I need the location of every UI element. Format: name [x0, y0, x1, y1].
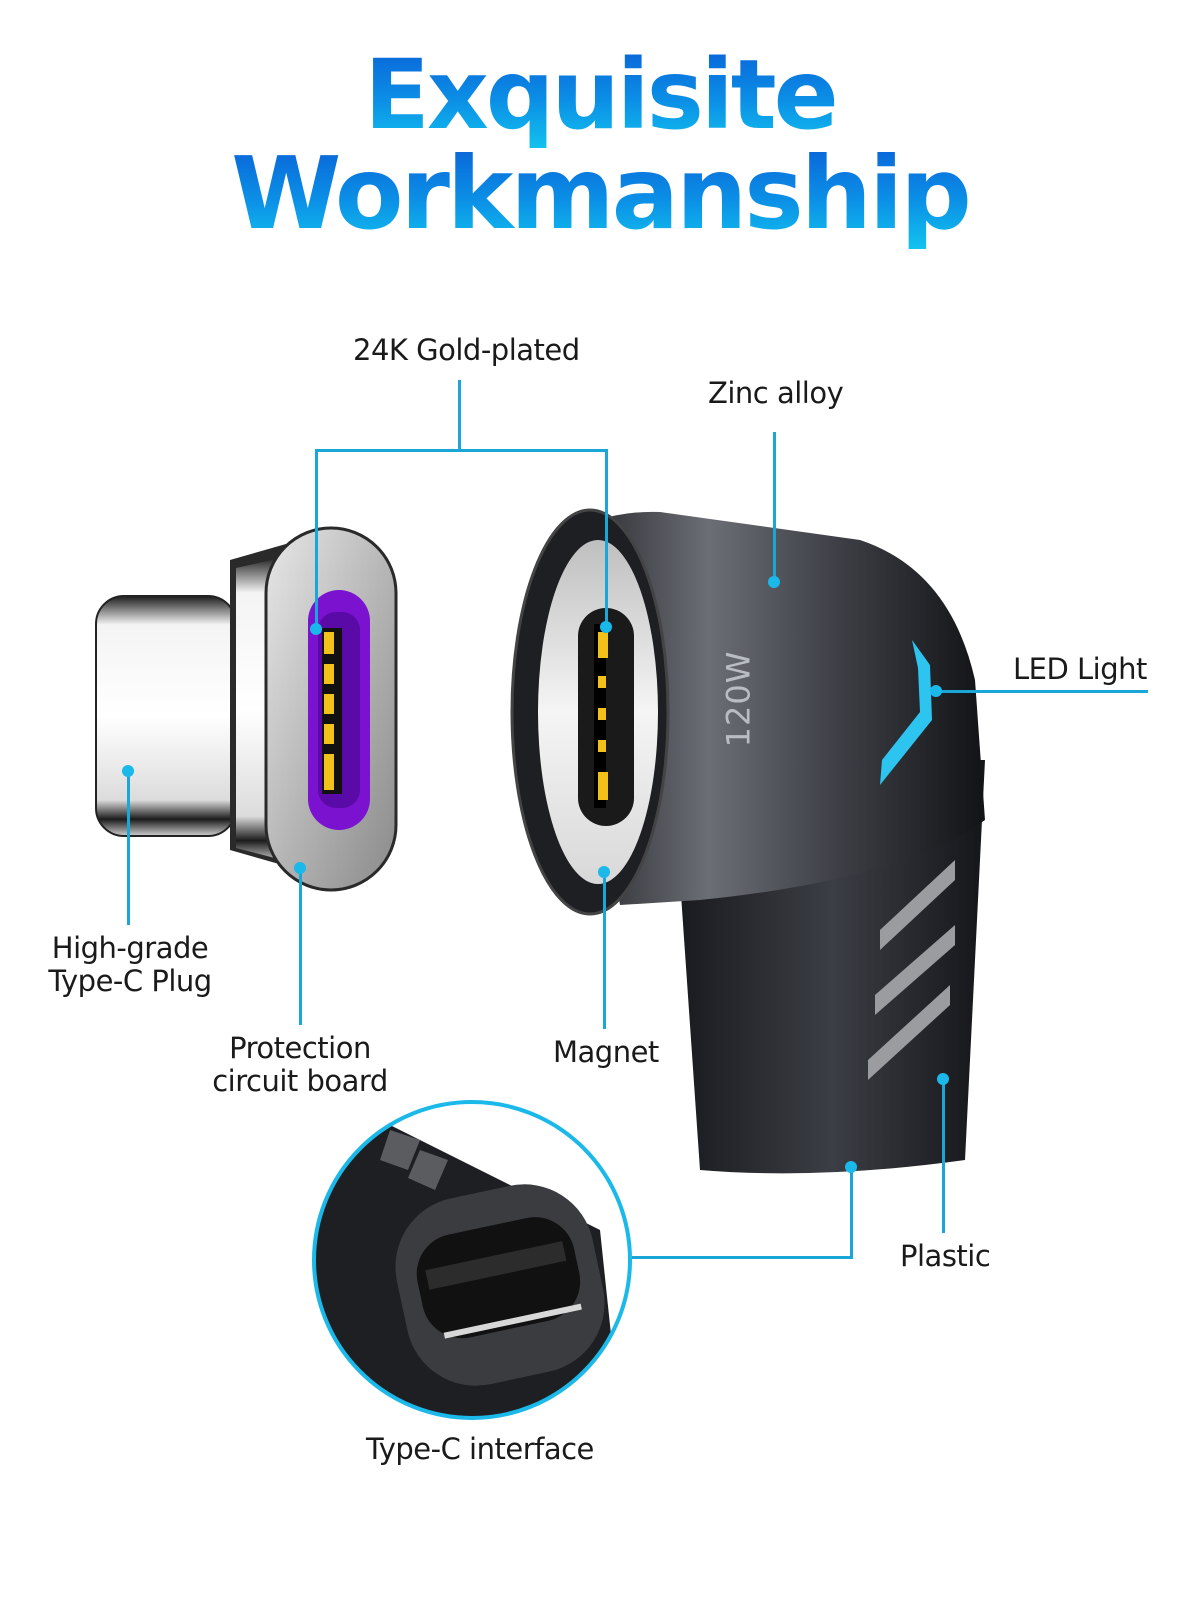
callout-line-interface-stem [850, 1166, 853, 1258]
callout-dot-zinc [768, 576, 780, 588]
callout-dot-protection [294, 862, 306, 874]
title-line-1: Exquisite [0, 40, 1200, 150]
callout-line-plug [127, 770, 130, 925]
label-plastic: Plastic [900, 1239, 991, 1273]
label-type-c-plug-line1: High-grade [51, 931, 209, 965]
callout-line-interface-bar [632, 1256, 853, 1259]
title-line-2: Workmanship [0, 138, 1200, 250]
callout-line-gold-left [315, 449, 318, 629]
label-type-c-plug-line2: Type-C Plug [48, 964, 212, 998]
callout-dot-led [930, 685, 942, 697]
callout-line-plastic [942, 1078, 945, 1233]
callout-line-gold-stem [458, 380, 461, 450]
callout-dot-magnet [598, 866, 610, 878]
label-type-c-plug: High-grade Type-C Plug [40, 932, 220, 998]
callout-dot-plug [122, 765, 134, 777]
callout-dot-interface [845, 1161, 857, 1173]
callout-line-gold-bar [315, 449, 607, 452]
callout-line-protection [299, 868, 302, 1025]
type-c-plug [95, 526, 398, 892]
magnetic-adapter [510, 508, 985, 1174]
label-protection-line2: circuit board [212, 1064, 388, 1098]
callout-line-gold-right [605, 449, 608, 627]
type-c-interface-inset [312, 1100, 632, 1420]
label-type-c-interface: Type-C interface [366, 1432, 594, 1466]
power-marking: 120W [719, 650, 758, 748]
label-protection-board: Protection circuit board [200, 1032, 400, 1098]
label-gold-plated: 24K Gold-plated [353, 333, 580, 367]
callout-line-magnet [603, 872, 606, 1029]
label-protection-line1: Protection [229, 1031, 371, 1065]
callout-dot-gold-left [310, 623, 322, 635]
callout-dot-plastic [937, 1073, 949, 1085]
label-magnet: Magnet [553, 1035, 659, 1069]
callout-line-zinc [773, 432, 776, 582]
callout-line-led [936, 690, 1148, 693]
callout-dot-gold-right [600, 621, 612, 633]
label-led-light: LED Light [1013, 652, 1147, 686]
label-zinc-alloy: Zinc alloy [708, 376, 844, 410]
